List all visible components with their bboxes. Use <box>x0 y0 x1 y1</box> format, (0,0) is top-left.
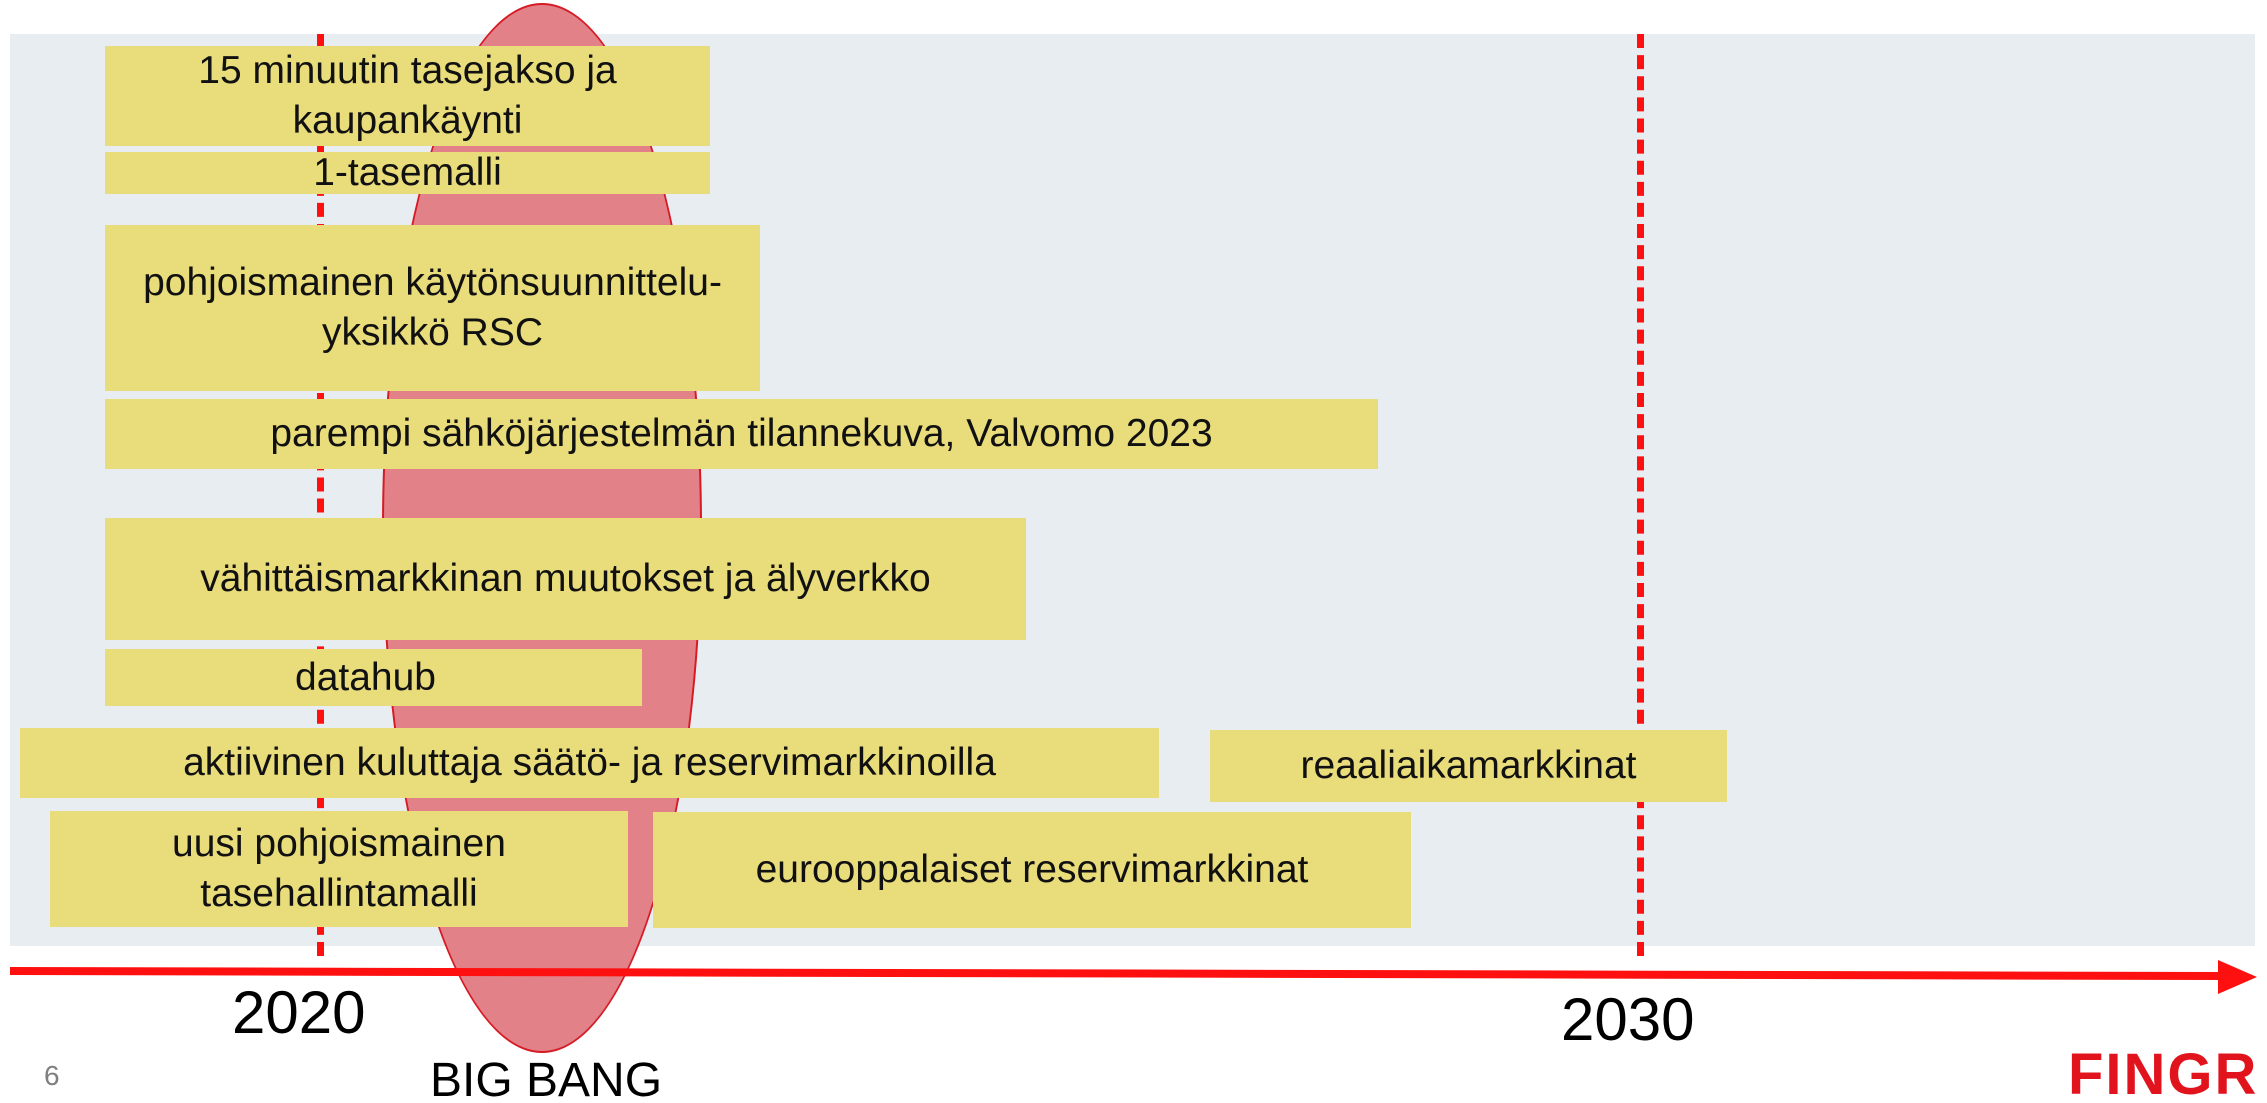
timeline-box: datahub <box>105 649 642 706</box>
year-label-2020: 2020 <box>232 979 366 1046</box>
big-bang-label: BIG BANG <box>430 1054 663 1103</box>
timeline-box: uusi pohjoismainen tasehallintamalli <box>50 811 628 927</box>
timeline-box: 15 minuutin tasejakso ja kaupankäynti <box>105 46 710 146</box>
timeline-axis-line <box>9 967 2226 980</box>
page-number: 6 <box>44 1060 60 1091</box>
timeline-box: reaaliaikamarkkinat <box>1210 730 1727 802</box>
timeline-box: 1-tasemalli <box>105 151 710 194</box>
timeline-axis-arrowhead <box>2218 960 2257 994</box>
timeline-box: pohjoismainen käytönsuunnittelu-yksikkö … <box>105 225 760 391</box>
year-2020-dashed-line <box>317 34 324 956</box>
timeline-box: aktiivinen kuluttaja säätö- ja reservima… <box>20 728 1159 798</box>
year-label-2030: 2030 <box>1561 986 1695 1053</box>
year-2030-dashed-line <box>1637 34 1644 956</box>
timeline-box: eurooppalaiset reservimarkkinat <box>653 812 1411 928</box>
timeline-box: parempi sähköjärjestelmän tilannekuva, V… <box>105 399 1378 469</box>
timeline-box: vähittäismarkkinan muutokset ja älyverkk… <box>105 518 1026 640</box>
fingrid-logo: FINGR <box>2068 1042 2259 1103</box>
